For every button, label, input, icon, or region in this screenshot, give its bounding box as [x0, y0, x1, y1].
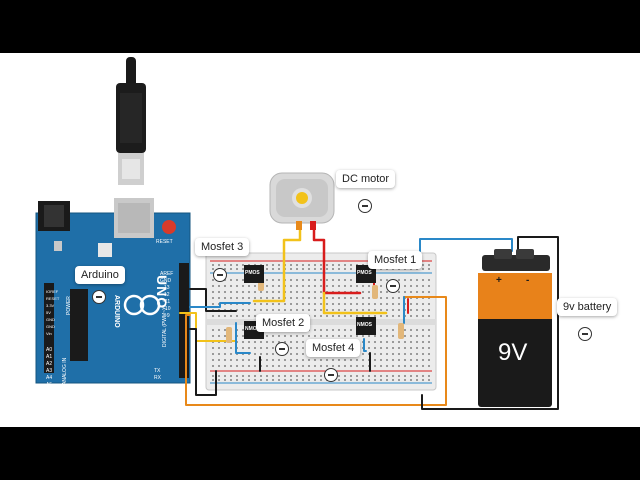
arduino-pin-a4: A4: [46, 375, 53, 381]
arduino-reset-label: RESET: [156, 239, 173, 245]
arduino-pin-13: 13: [164, 285, 170, 291]
wire-battery-blue: [419, 238, 513, 260]
wire-battery-black: [421, 236, 559, 410]
breadboard[interactable]: [205, 252, 437, 391]
remove-mosfet3-icon[interactable]: [213, 268, 227, 282]
arduino-reset-pin: RESET: [46, 296, 60, 301]
arduino-gnd-pin: GND: [160, 278, 172, 284]
wire-arduino-yellow: [179, 312, 237, 342]
battery-minus-text: -: [526, 275, 530, 286]
arduino-aref-pin: AREF: [160, 271, 174, 277]
remove-battery-icon[interactable]: [578, 327, 592, 341]
arduino-brand-text: ARDUINO: [113, 295, 120, 328]
label-battery[interactable]: 9v battery: [557, 298, 618, 316]
wire-arduino-blue: [189, 302, 251, 308]
remove-mosfet1-icon[interactable]: [386, 279, 400, 293]
dc-motor[interactable]: [269, 172, 335, 230]
arduino-ioref-pin: IOREF: [46, 289, 59, 294]
remove-dc-motor-icon[interactable]: [358, 199, 372, 213]
mosfet4-chip-label: NMOS: [357, 322, 372, 328]
arduino-rx-pin: RX: [154, 375, 161, 381]
arduino-pin-a5: A5: [46, 382, 53, 388]
wire-motor-yellow: [252, 228, 302, 303]
arduino-pin-a2: A2: [46, 361, 53, 367]
remove-mosfet4-icon[interactable]: [324, 368, 338, 382]
battery-voltage-text: 9V: [498, 339, 528, 366]
mosfet2-chip-label: NMOS: [245, 326, 260, 332]
mosfet1-chip-label: PMOS: [357, 270, 372, 276]
battery[interactable]: [478, 249, 552, 407]
arduino-tx-pin: TX: [154, 368, 161, 374]
remove-mosfet2-icon[interactable]: [275, 342, 289, 356]
arduino-pin-a0: A0: [46, 347, 53, 353]
arduino-gnd-pin-1: GND: [46, 317, 55, 322]
reset-button-icon[interactable]: [162, 220, 176, 234]
arduino-pin-12: 12: [164, 292, 170, 298]
label-mosfet3[interactable]: Mosfet 3: [195, 238, 250, 256]
usb-cable[interactable]: [116, 57, 146, 185]
arduino-pin-10: ~10: [162, 306, 171, 312]
battery-plus-text: +: [496, 275, 502, 286]
wires: [179, 228, 559, 410]
arduino-pin-11: ~11: [162, 299, 171, 305]
label-arduino[interactable]: Arduino: [75, 266, 125, 284]
arduino-5v-pin: 5V: [46, 310, 51, 315]
label-mosfet2[interactable]: Mosfet 2: [256, 314, 311, 332]
arduino-power-label: POWER: [66, 296, 72, 315]
arduino-board[interactable]: [35, 198, 191, 384]
wire-arduino-black: [189, 288, 237, 312]
mosfet3-chip-label: PMOS: [245, 270, 260, 276]
arduino-analog-label: ANALOG IN: [62, 357, 68, 385]
label-mosfet1[interactable]: Mosfet 1: [368, 251, 423, 269]
remove-arduino-icon[interactable]: [92, 290, 106, 304]
label-dc-motor[interactable]: DC motor: [336, 170, 396, 188]
arduino-3v3-pin: 3.3V: [46, 303, 55, 308]
wire-arduino-orange: [185, 296, 447, 406]
arduino-pin-9: ~9: [164, 313, 170, 319]
circuit-canvas[interactable]: ARDUINO UNO POWER ANALOG IN DIGITAL (PWM…: [0, 53, 640, 427]
wire-yellow-right: [322, 291, 388, 315]
motor-shaft-icon: [296, 192, 308, 204]
circuit-drawing: [35, 57, 559, 410]
wire-motor-red: [312, 228, 362, 295]
label-mosfet4[interactable]: Mosfet 4: [306, 339, 361, 357]
arduino-pin-a1: A1: [46, 354, 53, 360]
arduino-pin-a3: A3: [46, 368, 53, 374]
arduino-gnd-pin-2: GND: [46, 324, 55, 329]
arduino-vin-pin: Vin: [46, 331, 52, 336]
